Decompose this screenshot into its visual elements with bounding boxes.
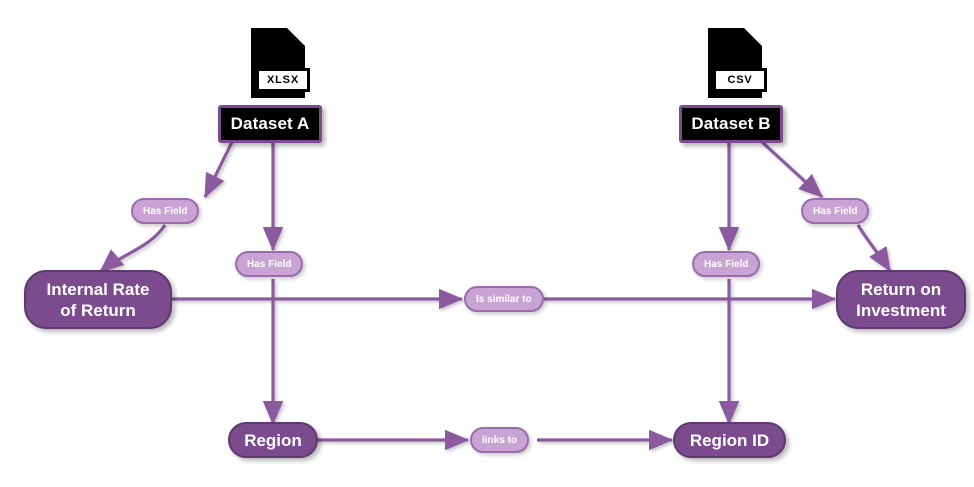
file-extension-badge: XLSX: [256, 68, 310, 92]
file-extension-label: XLSX: [267, 73, 299, 86]
xlsx-file-icon: XLSX: [243, 28, 313, 102]
edge-label-links-to[interactable]: links to: [470, 427, 530, 453]
file-extension-inner: XLSX: [259, 71, 307, 89]
node-region-id[interactable]: Region ID: [673, 422, 786, 458]
edge-dataset-b-to-return-on-investment-lower: [856, 224, 892, 273]
edge-label-dataset-b-has-field-roi[interactable]: Has Field: [801, 198, 870, 224]
file-extension-inner: CSV: [716, 71, 764, 89]
node-label-line-1: Internal Rate: [46, 279, 150, 299]
node-internal-rate-of-return[interactable]: Internal Rate of Return: [24, 270, 172, 329]
node-region[interactable]: Region: [228, 422, 318, 458]
node-dataset-a[interactable]: Dataset A: [218, 105, 322, 143]
node-dataset-b[interactable]: Dataset B: [679, 105, 783, 143]
edge-label-is-similar-to[interactable]: Is similar to: [464, 286, 544, 312]
file-extension-label: CSV: [727, 73, 753, 86]
node-label-line-1: Return on: [860, 279, 942, 299]
edge-dataset-a-to-internal-rate-of-return-upper: [203, 141, 234, 199]
edge-dataset-a-to-internal-rate-of-return-lower: [98, 224, 167, 274]
node-label-line-2: of Return: [60, 300, 136, 320]
node-label-line-2: Investment: [856, 300, 946, 320]
csv-file-icon: CSV: [700, 28, 770, 102]
node-return-on-investment[interactable]: Return on Investment: [836, 270, 966, 329]
edge-label-dataset-a-has-field-irr[interactable]: Has Field: [131, 198, 200, 224]
edge-label-dataset-a-has-field-region[interactable]: Has Field: [235, 251, 304, 277]
edge-label-dataset-b-has-field-region-id[interactable]: Has Field: [692, 251, 761, 277]
file-extension-badge: CSV: [713, 68, 767, 92]
edge-dataset-b-to-return-on-investment-upper: [760, 140, 824, 199]
